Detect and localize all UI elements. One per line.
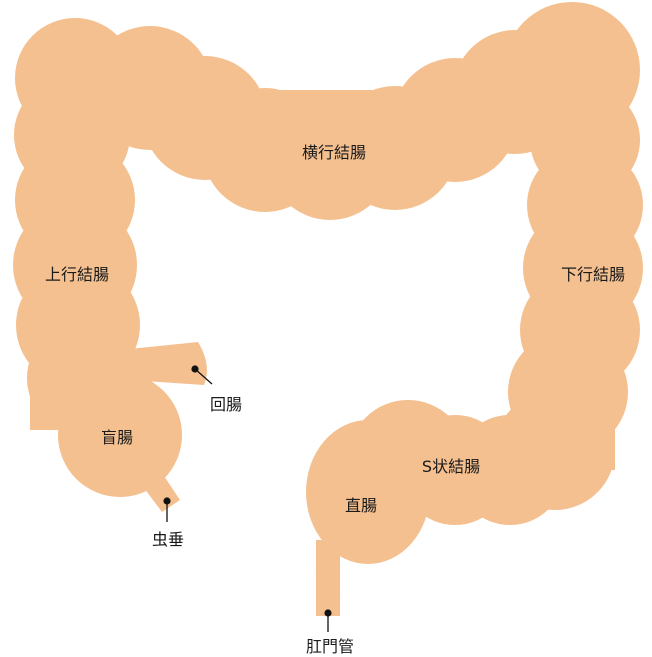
label-sigmoid-colon: S状結腸	[422, 457, 480, 476]
anal-canal-dot	[324, 609, 331, 616]
label-ascending-colon: 上行結腸	[45, 265, 109, 284]
label-rectum: 直腸	[345, 496, 377, 515]
label-descending-colon: 下行結腸	[561, 265, 625, 284]
label-transverse-colon: 横行結腸	[302, 143, 366, 162]
appendix-dot	[163, 497, 170, 504]
ileum-dot	[191, 365, 198, 372]
leader-lines	[167, 369, 328, 632]
label-cecum: 盲腸	[101, 428, 133, 447]
label-appendix: 虫垂	[152, 530, 184, 549]
colon-shape	[13, 2, 643, 616]
label-ileum: 回腸	[210, 395, 242, 414]
label-anal-canal: 肛門管	[306, 637, 354, 656]
